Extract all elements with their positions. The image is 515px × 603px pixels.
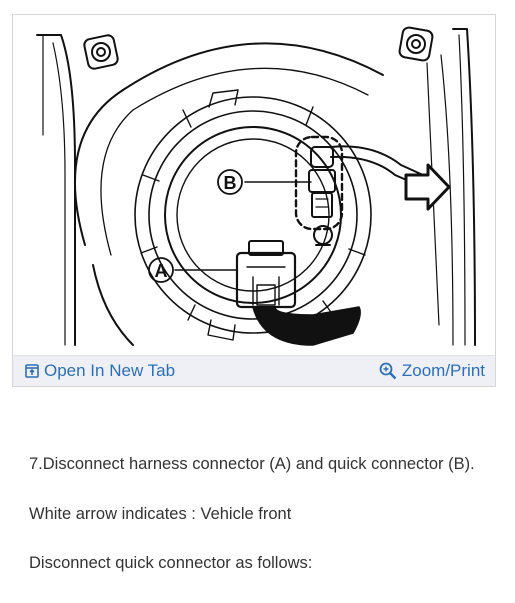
zoom-print-button[interactable]: Zoom/Print — [379, 360, 485, 382]
callout-b-label: B — [224, 173, 237, 193]
callout-a-label: A — [155, 261, 168, 281]
callout-a: A — [148, 257, 174, 283]
service-diagram[interactable]: B A — [13, 15, 495, 355]
figure-toolbar: Open In New Tab Zoom/Print — [13, 355, 495, 386]
arrow-note: White arrow indicates : Vehicle front — [29, 505, 292, 523]
open-in-new-tab-icon — [25, 364, 39, 378]
callout-b: B — [217, 169, 243, 195]
step-instruction: 7.Disconnect harness connector (A) and q… — [29, 455, 475, 473]
zoom-magnifier-icon — [379, 362, 397, 380]
fuel-pump-illustration: B A — [36, 26, 476, 346]
figure-card: B A Open In New Tab — [12, 14, 496, 387]
sub-instruction: Disconnect quick connector as follows: — [29, 554, 313, 572]
open-in-new-tab-button[interactable]: Open In New Tab — [25, 360, 175, 382]
zoom-print-label: Zoom/Print — [401, 361, 485, 380]
open-in-new-tab-label: Open In New Tab — [44, 361, 176, 380]
bolt-left-icon — [83, 34, 119, 70]
bolt-right-icon — [398, 26, 434, 62]
